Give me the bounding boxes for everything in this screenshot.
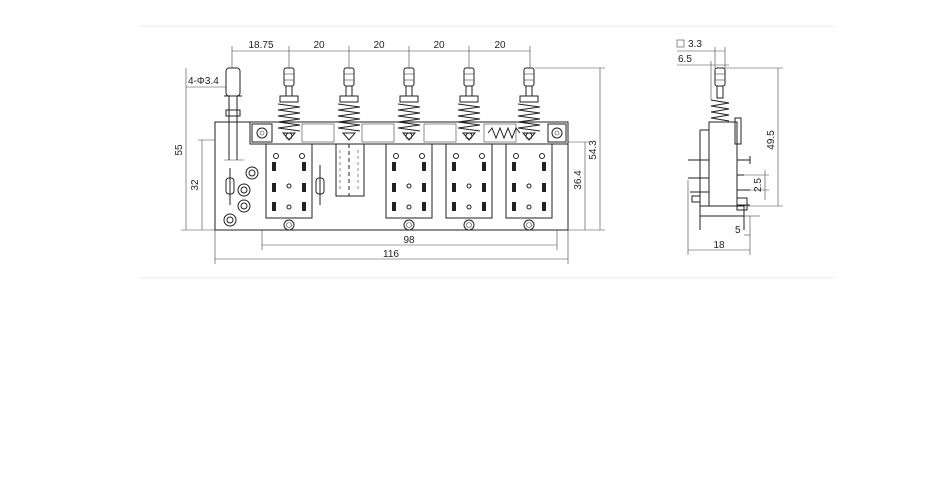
front-view: 18.75 20 20 20 20 4-Φ3.4 55 32 54.3 [174, 40, 605, 264]
side-spring [710, 99, 730, 122]
dim-shaft-offset: 6.5 [678, 54, 692, 65]
rail-mount-hole-right [547, 123, 567, 143]
rail-slot-2 [361, 123, 395, 143]
dim-width-inner-line [261, 230, 558, 250]
switch-module-4 [445, 67, 493, 231]
hole-note: 4-Φ3.4 [188, 76, 219, 87]
dim-width-total: 116 [383, 249, 399, 260]
dim-width-total-line [214, 230, 569, 264]
side-plunger [714, 67, 726, 87]
dim-pitch-4: 20 [494, 40, 506, 51]
side-base [699, 205, 745, 217]
side-bracket [734, 117, 742, 145]
rail-slot-1 [301, 123, 335, 143]
dim-pin-pitch: 2.5 [753, 178, 764, 192]
rail-mount-hole-left [251, 123, 273, 143]
dim-height-total: 55 [174, 144, 185, 156]
rail-slot-3 [423, 123, 457, 143]
dim-height-right-line [535, 67, 605, 231]
dim-top-chain [231, 46, 531, 68]
rail-spring [487, 126, 521, 140]
dim-depth: 18 [713, 240, 725, 251]
dim-height-total-line [181, 68, 215, 231]
switch-module-5 [505, 67, 553, 231]
dim-pitch-3: 20 [433, 40, 445, 51]
dim-height-right: 54.3 [588, 140, 599, 160]
switch-module-3 [385, 67, 433, 231]
pcb-outline [214, 121, 569, 231]
dim-pitch-first: 18.75 [248, 40, 273, 51]
dim-width-inner: 98 [403, 235, 415, 246]
dim-height-lower-line [198, 139, 215, 230]
switch-module-1 [265, 67, 313, 231]
resistor-left [225, 168, 235, 205]
dim-shaft-square: 3.3 [688, 39, 702, 50]
switch-module-2 [335, 67, 365, 197]
dim-side-height: 49.5 [766, 130, 777, 150]
dim-pitch-2: 20 [373, 40, 385, 51]
dim-height-body-line [568, 141, 590, 230]
side-pins [688, 156, 751, 211]
rings-cluster [223, 166, 259, 227]
side-body [708, 121, 738, 207]
side-view: 3.3 6.5 49.5 2.5 5 18 [676, 39, 783, 255]
indicator-lamp [224, 67, 244, 161]
dim-height-body: 36.4 [573, 170, 584, 190]
rail-slot-4 [483, 123, 517, 143]
dim-pitch-1: 20 [313, 40, 325, 51]
dim-base-height: 5 [735, 225, 741, 236]
square-symbol [676, 39, 685, 48]
resistor-middle [315, 165, 325, 205]
dim-height-lower: 32 [190, 179, 201, 191]
